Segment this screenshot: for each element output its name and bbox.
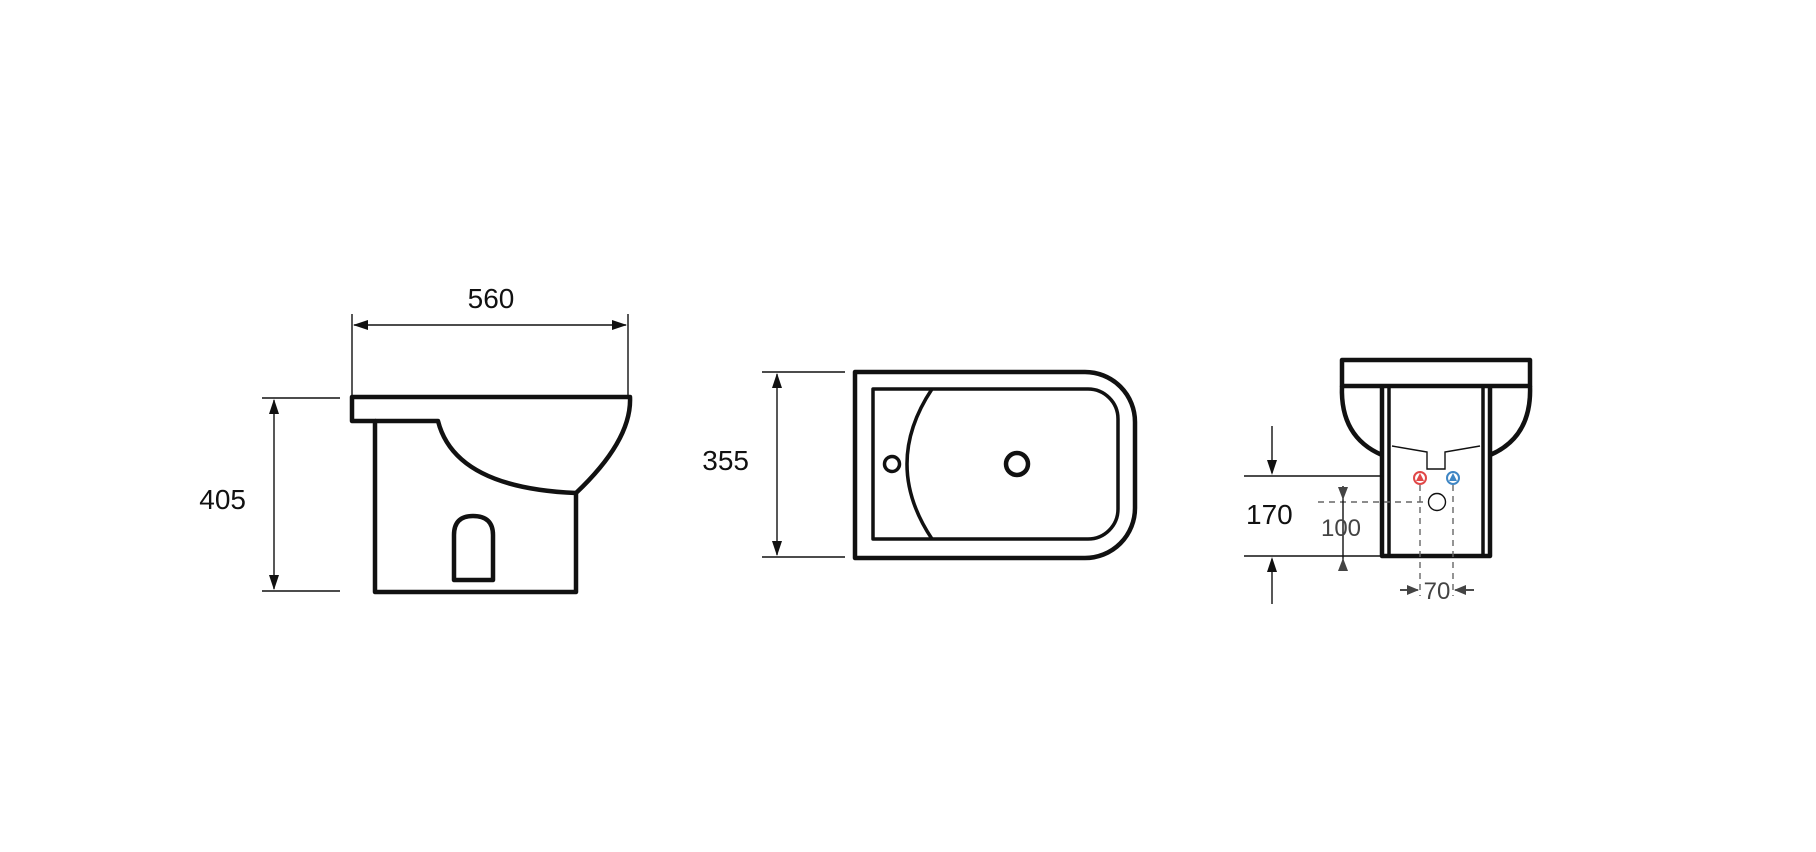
side-height-label: 405 — [199, 484, 246, 515]
top-view-inner-outline — [871, 387, 1120, 541]
cold-inlet-icon — [1446, 471, 1460, 485]
hot-inlet-icon — [1413, 471, 1427, 485]
rear-view-pedestal — [1379, 386, 1493, 559]
top-view-outer-outline — [852, 369, 1138, 561]
rear-view-bowl-left — [1339, 385, 1383, 458]
top-depth-label: 355 — [702, 445, 749, 476]
side-height-arrow-top — [269, 399, 279, 414]
side-width-arrow-right — [612, 320, 627, 330]
rear-170-arrow-bottom — [1267, 557, 1277, 572]
cold-inlet-arrow — [1449, 473, 1457, 481]
rear-view-rim — [1339, 357, 1533, 389]
top-view: 355 — [702, 369, 1138, 561]
top-view-overflow-hole — [882, 454, 902, 474]
rear-70-arrow-left — [1407, 585, 1419, 595]
side-view-outline — [349, 394, 633, 595]
hot-inlet-arrow — [1416, 473, 1424, 481]
rear-100-label: 100 — [1321, 515, 1361, 542]
side-width-arrow-left — [353, 320, 368, 330]
rear-view-bowl-right — [1489, 385, 1533, 458]
rear-view-inner-recess — [1391, 445, 1481, 470]
top-view-drain-hole — [1003, 450, 1031, 478]
rear-100-arrow-bottom — [1338, 558, 1348, 571]
top-depth-arrow-bottom — [772, 541, 782, 556]
rear-70-arrow-right — [1454, 585, 1466, 595]
side-view: 560 405 — [199, 283, 633, 595]
rear-view: 170 100 70 — [1244, 357, 1533, 605]
top-depth-arrow-top — [772, 373, 782, 388]
side-view-bowl-curve — [375, 418, 577, 496]
rear-170-arrow-top — [1267, 460, 1277, 475]
side-width-label: 560 — [468, 283, 515, 314]
rear-100-arrow-top — [1338, 487, 1348, 500]
rear-70-label: 70 — [1424, 578, 1451, 605]
top-view-bowl-curve — [905, 388, 934, 540]
rear-170-label: 170 — [1246, 499, 1293, 530]
rear-view-drain-outlet — [1427, 492, 1447, 512]
side-view-access-opening — [451, 513, 496, 583]
side-height-arrow-bottom — [269, 575, 279, 590]
